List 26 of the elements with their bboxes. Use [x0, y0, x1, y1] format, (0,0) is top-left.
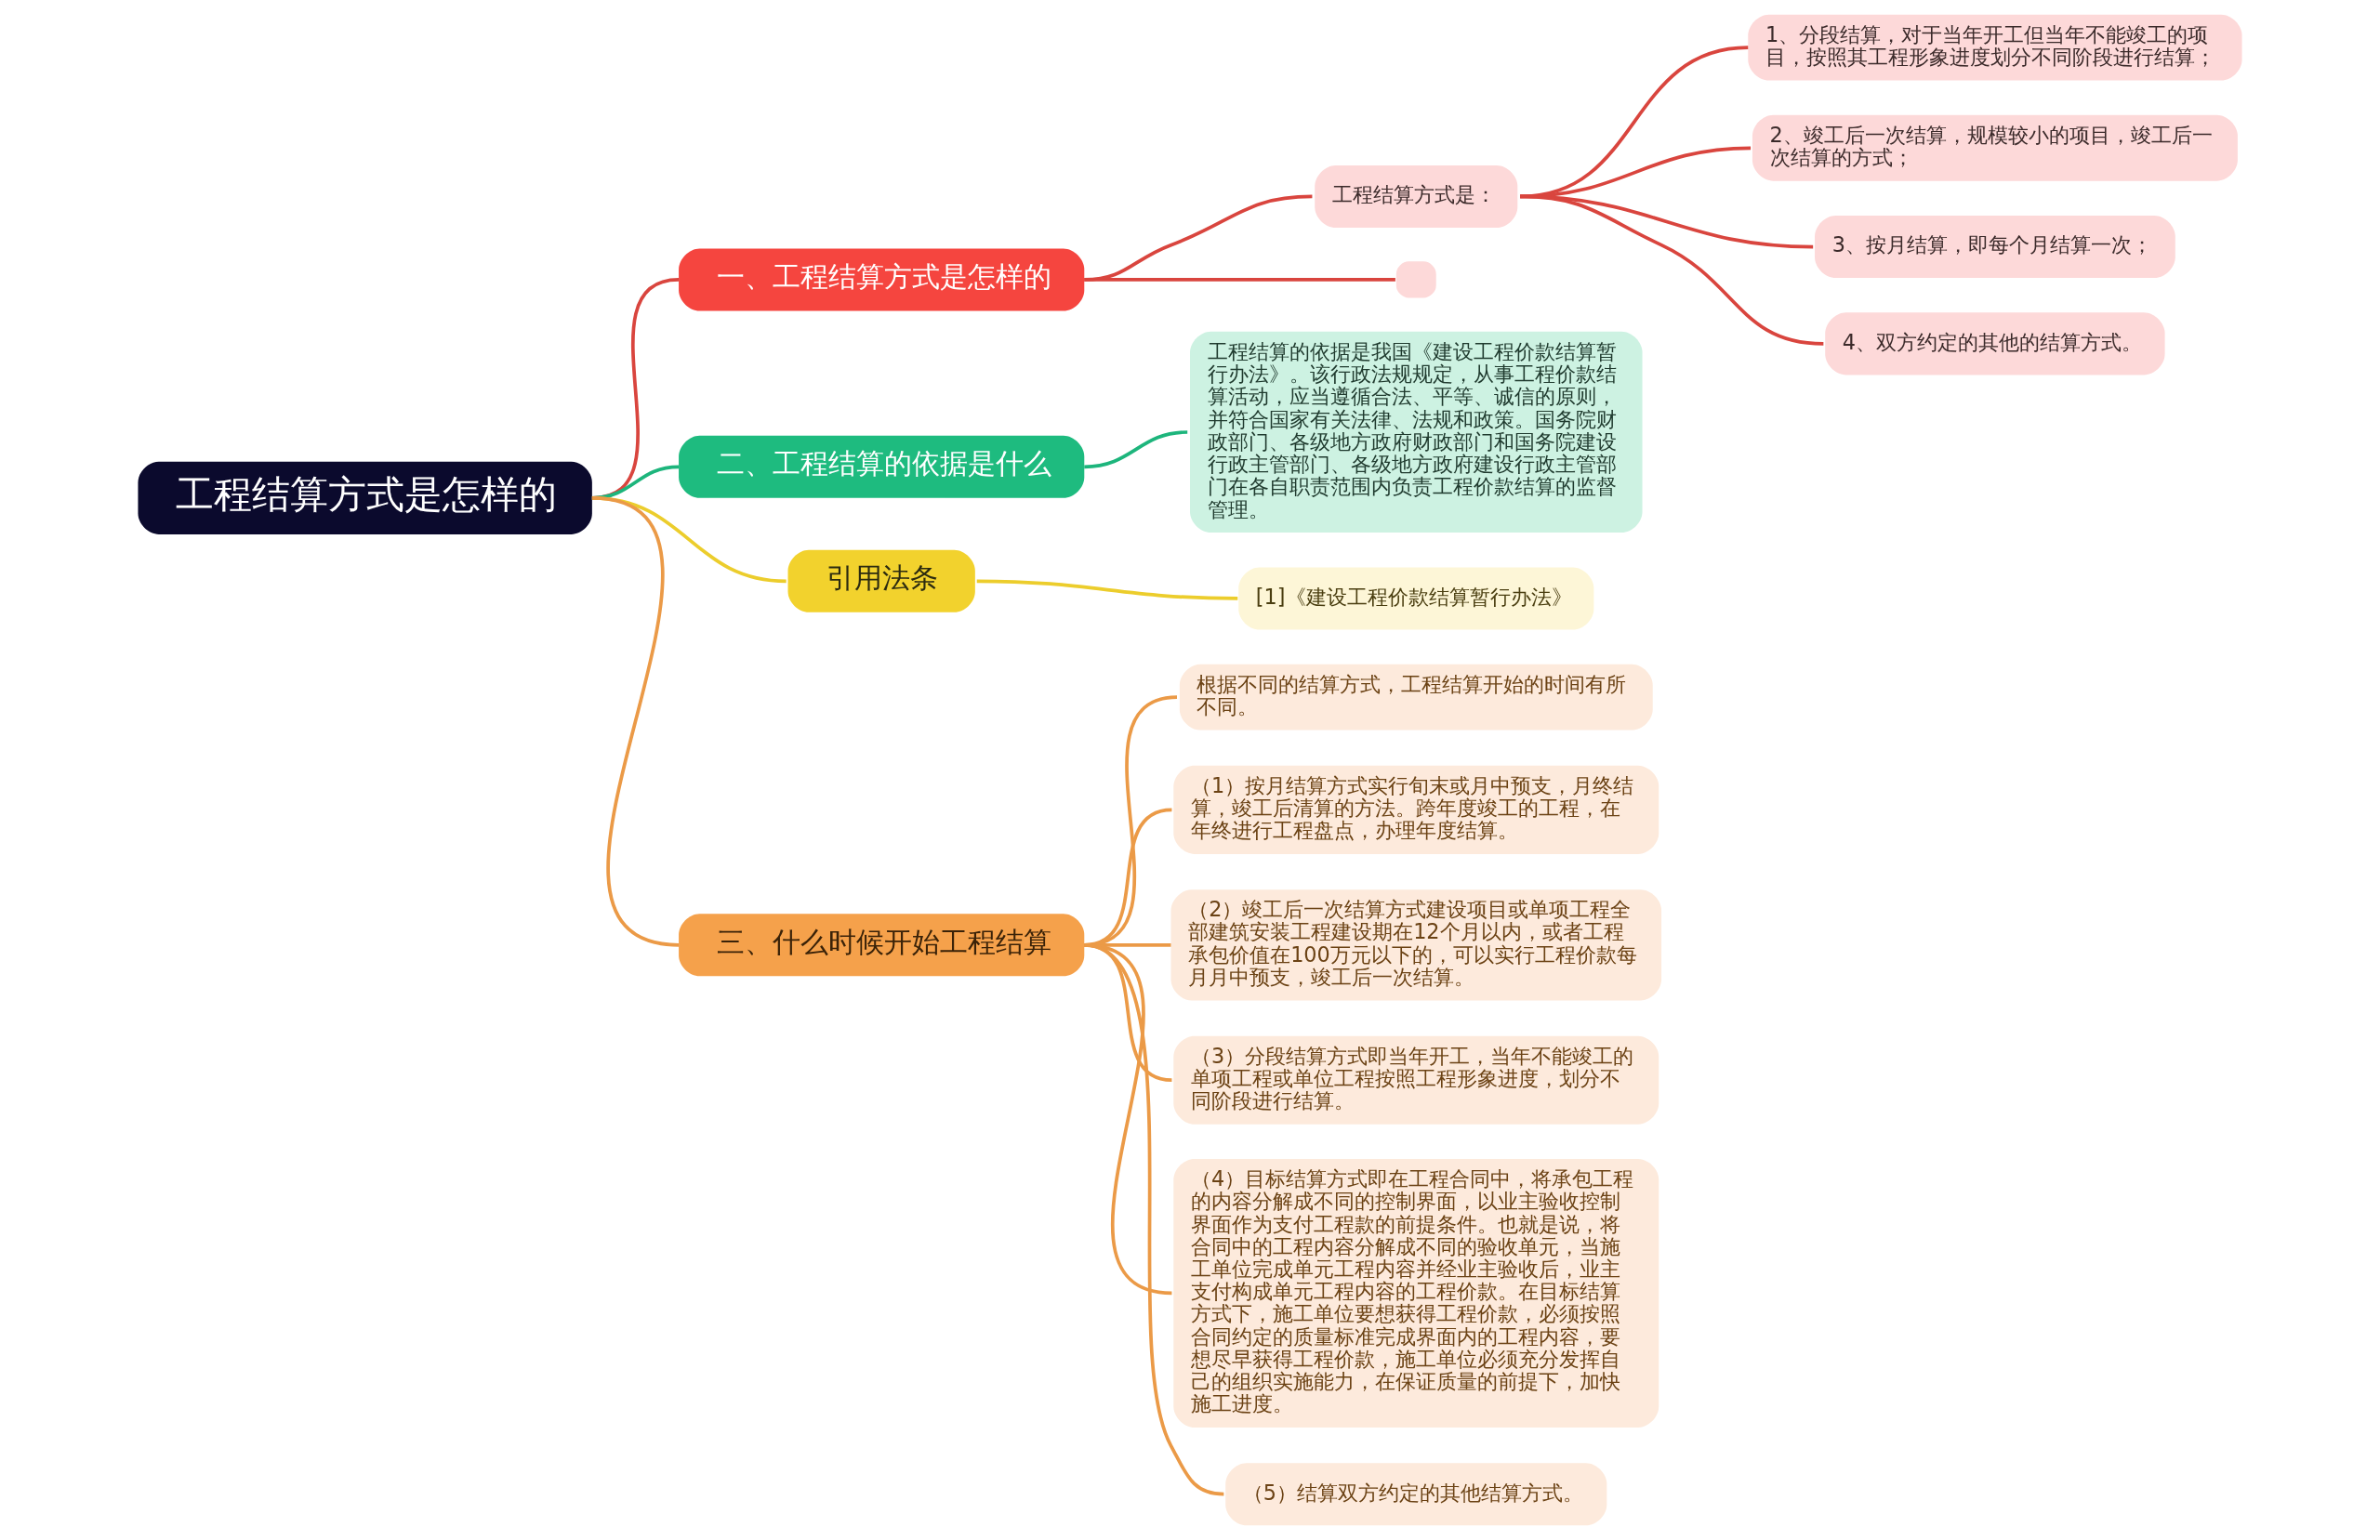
node-box: （4）目标结算方式即在工程合同中，将承包工程的内容分解成不同的控制界面，以业主验收控制界面作为支付工程款的前提条件。也就是说，将合同中的工程内容分解成不同的验收单元，当施工单位完成单元工程内容并经业主验收后，业主支付构成单元工程内容的工程价款。在目标结算方式下，施工单位要想获得工程价款，必须按照合同约定的质量标准完成界面内的工程内容，要想尽早获得工程价款，施工单位必须充分发挥自己的组织实施能力，在保证质量的前提下，加快施工进度。 [1173, 1159, 1659, 1428]
node-box: 1、分段结算，对于当年开工但当年不能竣工的项目，按照其工程形象进度划分不同阶段进行结算； [1748, 14, 2242, 81]
node-box: 引用法条 [787, 549, 975, 612]
connector [1520, 146, 1752, 199]
node-box: 工程结算方式是怎样的 [138, 461, 592, 534]
connector [976, 579, 1238, 600]
node-box: （3）分段结算方式即当年开工，当年不能竣工的单项工程或单位工程按照工程形象进度，划分不同阶段进行结算。 [1173, 1035, 1659, 1125]
node-box: 根据不同的结算方式，工程结算开始的时间有所不同。 [1179, 664, 1653, 731]
node-box: 一、工程结算方式是怎样的 [679, 248, 1085, 311]
node-box: 2、竣工后一次结算，规模较小的项目，竣工后一次结算的方式； [1752, 114, 2238, 181]
node-box: 4、双方约定的其他的结算方式。 [1825, 312, 2165, 375]
node-box: 工程结算方式是： [1315, 165, 1518, 228]
connector [1084, 278, 1395, 282]
node-box: 三、什么时候开始工程结算 [679, 914, 1085, 977]
node-box: [1]《建设工程价款结算暂行办法》 [1238, 567, 1594, 630]
connector [1083, 943, 1224, 1496]
node-box: （5）结算双方约定的其他结算方式。 [1225, 1463, 1607, 1526]
connector [1520, 194, 1824, 346]
connector [1084, 430, 1188, 469]
node-box: 二、工程结算的依据是什么 [679, 435, 1085, 498]
node-box: （2）竣工后一次结算方式建设项目或单项工程全部建筑安装工程建设期在12个月以内，或者工程承包价值在100万元以下的，可以实行工程价款每月月中预支，竣工后一次结算。 [1170, 889, 1662, 1001]
node-box: 工程结算的依据是我国《建设工程价款结算暂行办法》。该行政法规规定，从事工程价款结算活动，应当遵循合法、平等、诚信的原则，并符合国家有关法律、法规和政策。国务院财政部门、各级地方政府财政部门和国务院建设行政主管部门、各级地方政府建设行政主管部门在各自职责范围内负责工程价款结算的监督管理。 [1190, 331, 1643, 533]
node-box: （1）按月结算方式实行旬末或月中预支，月终结算，竣工后清算的方法。跨年度竣工的工程，在年终进行工程盘点，办理年度结算。 [1173, 765, 1659, 854]
node-box [1395, 261, 1436, 298]
node-box: 3、按月结算，即每个月结算一次； [1815, 215, 2175, 279]
connector [591, 496, 680, 947]
